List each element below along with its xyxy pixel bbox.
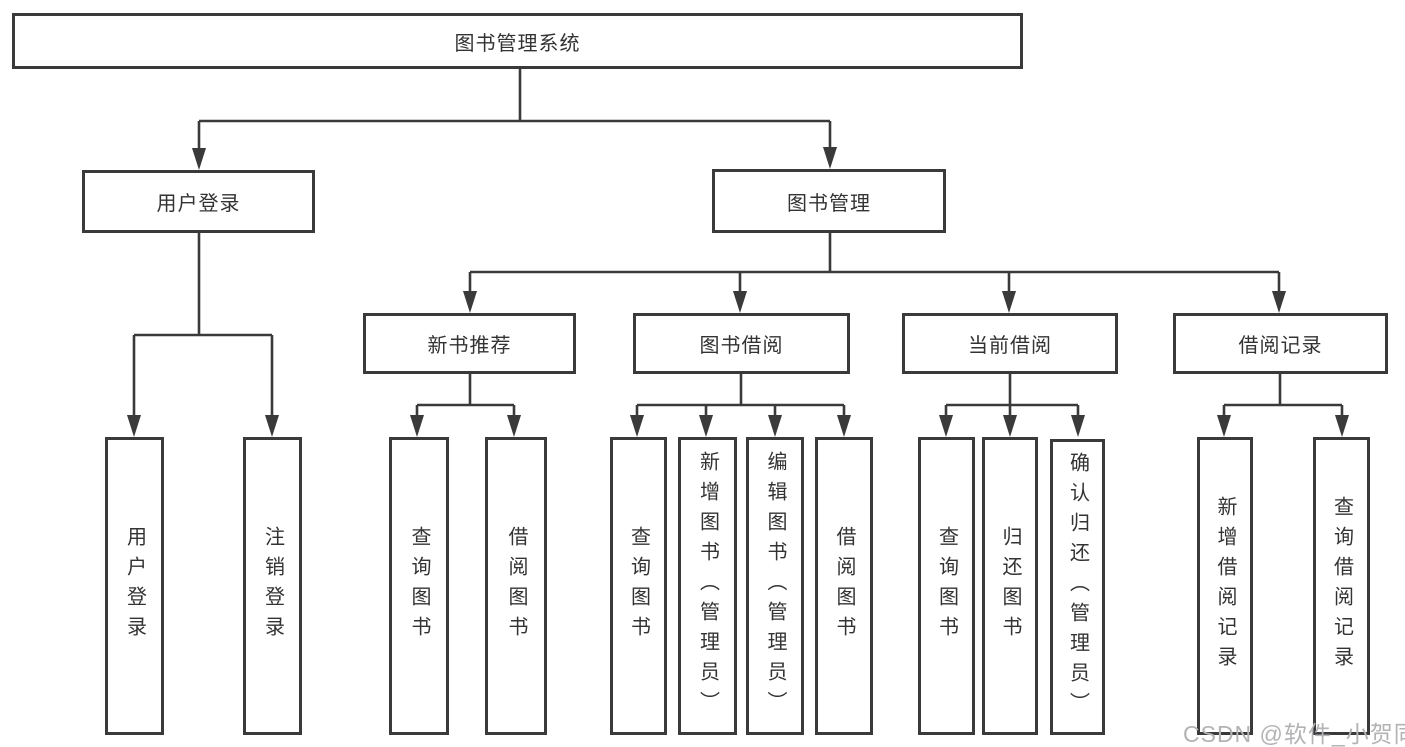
leaf-query-borrow-record: 查询借阅记录 [1313, 437, 1370, 735]
node-current-borrow: 当前借阅 [902, 313, 1118, 374]
node-book-borrow: 图书借阅 [633, 313, 850, 374]
node-library-management-system: 图书管理系统 [12, 13, 1023, 69]
leaf-edit-books-admin: 编辑图书（管理员） [746, 437, 804, 735]
node-new-book-recommend: 新书推荐 [363, 313, 576, 374]
leaf-add-borrow-record: 新增借阅记录 [1197, 437, 1253, 735]
leaf-add-books-admin: 新增图书（管理员） [678, 437, 737, 735]
leaf-borrow-books-recommend: 借阅图书 [485, 437, 547, 735]
leaf-query-books-recommend: 查询图书 [389, 437, 449, 735]
leaf-user-login: 用户登录 [105, 437, 164, 735]
leaf-confirm-return-admin: 确认归还（管理员） [1050, 439, 1105, 735]
leaf-borrow-books: 借阅图书 [815, 437, 873, 735]
leaf-query-books-borrow: 查询图书 [610, 437, 667, 735]
leaf-logout: 注销登录 [243, 437, 302, 735]
leaf-query-books-current: 查询图书 [918, 437, 975, 735]
csdn-watermark: CSDN @软件_小贺同学 [1183, 721, 1405, 747]
node-borrow-records: 借阅记录 [1173, 313, 1388, 374]
node-book-management: 图书管理 [712, 169, 946, 233]
node-user-login: 用户登录 [82, 170, 315, 233]
leaf-return-books: 归还图书 [982, 437, 1038, 735]
